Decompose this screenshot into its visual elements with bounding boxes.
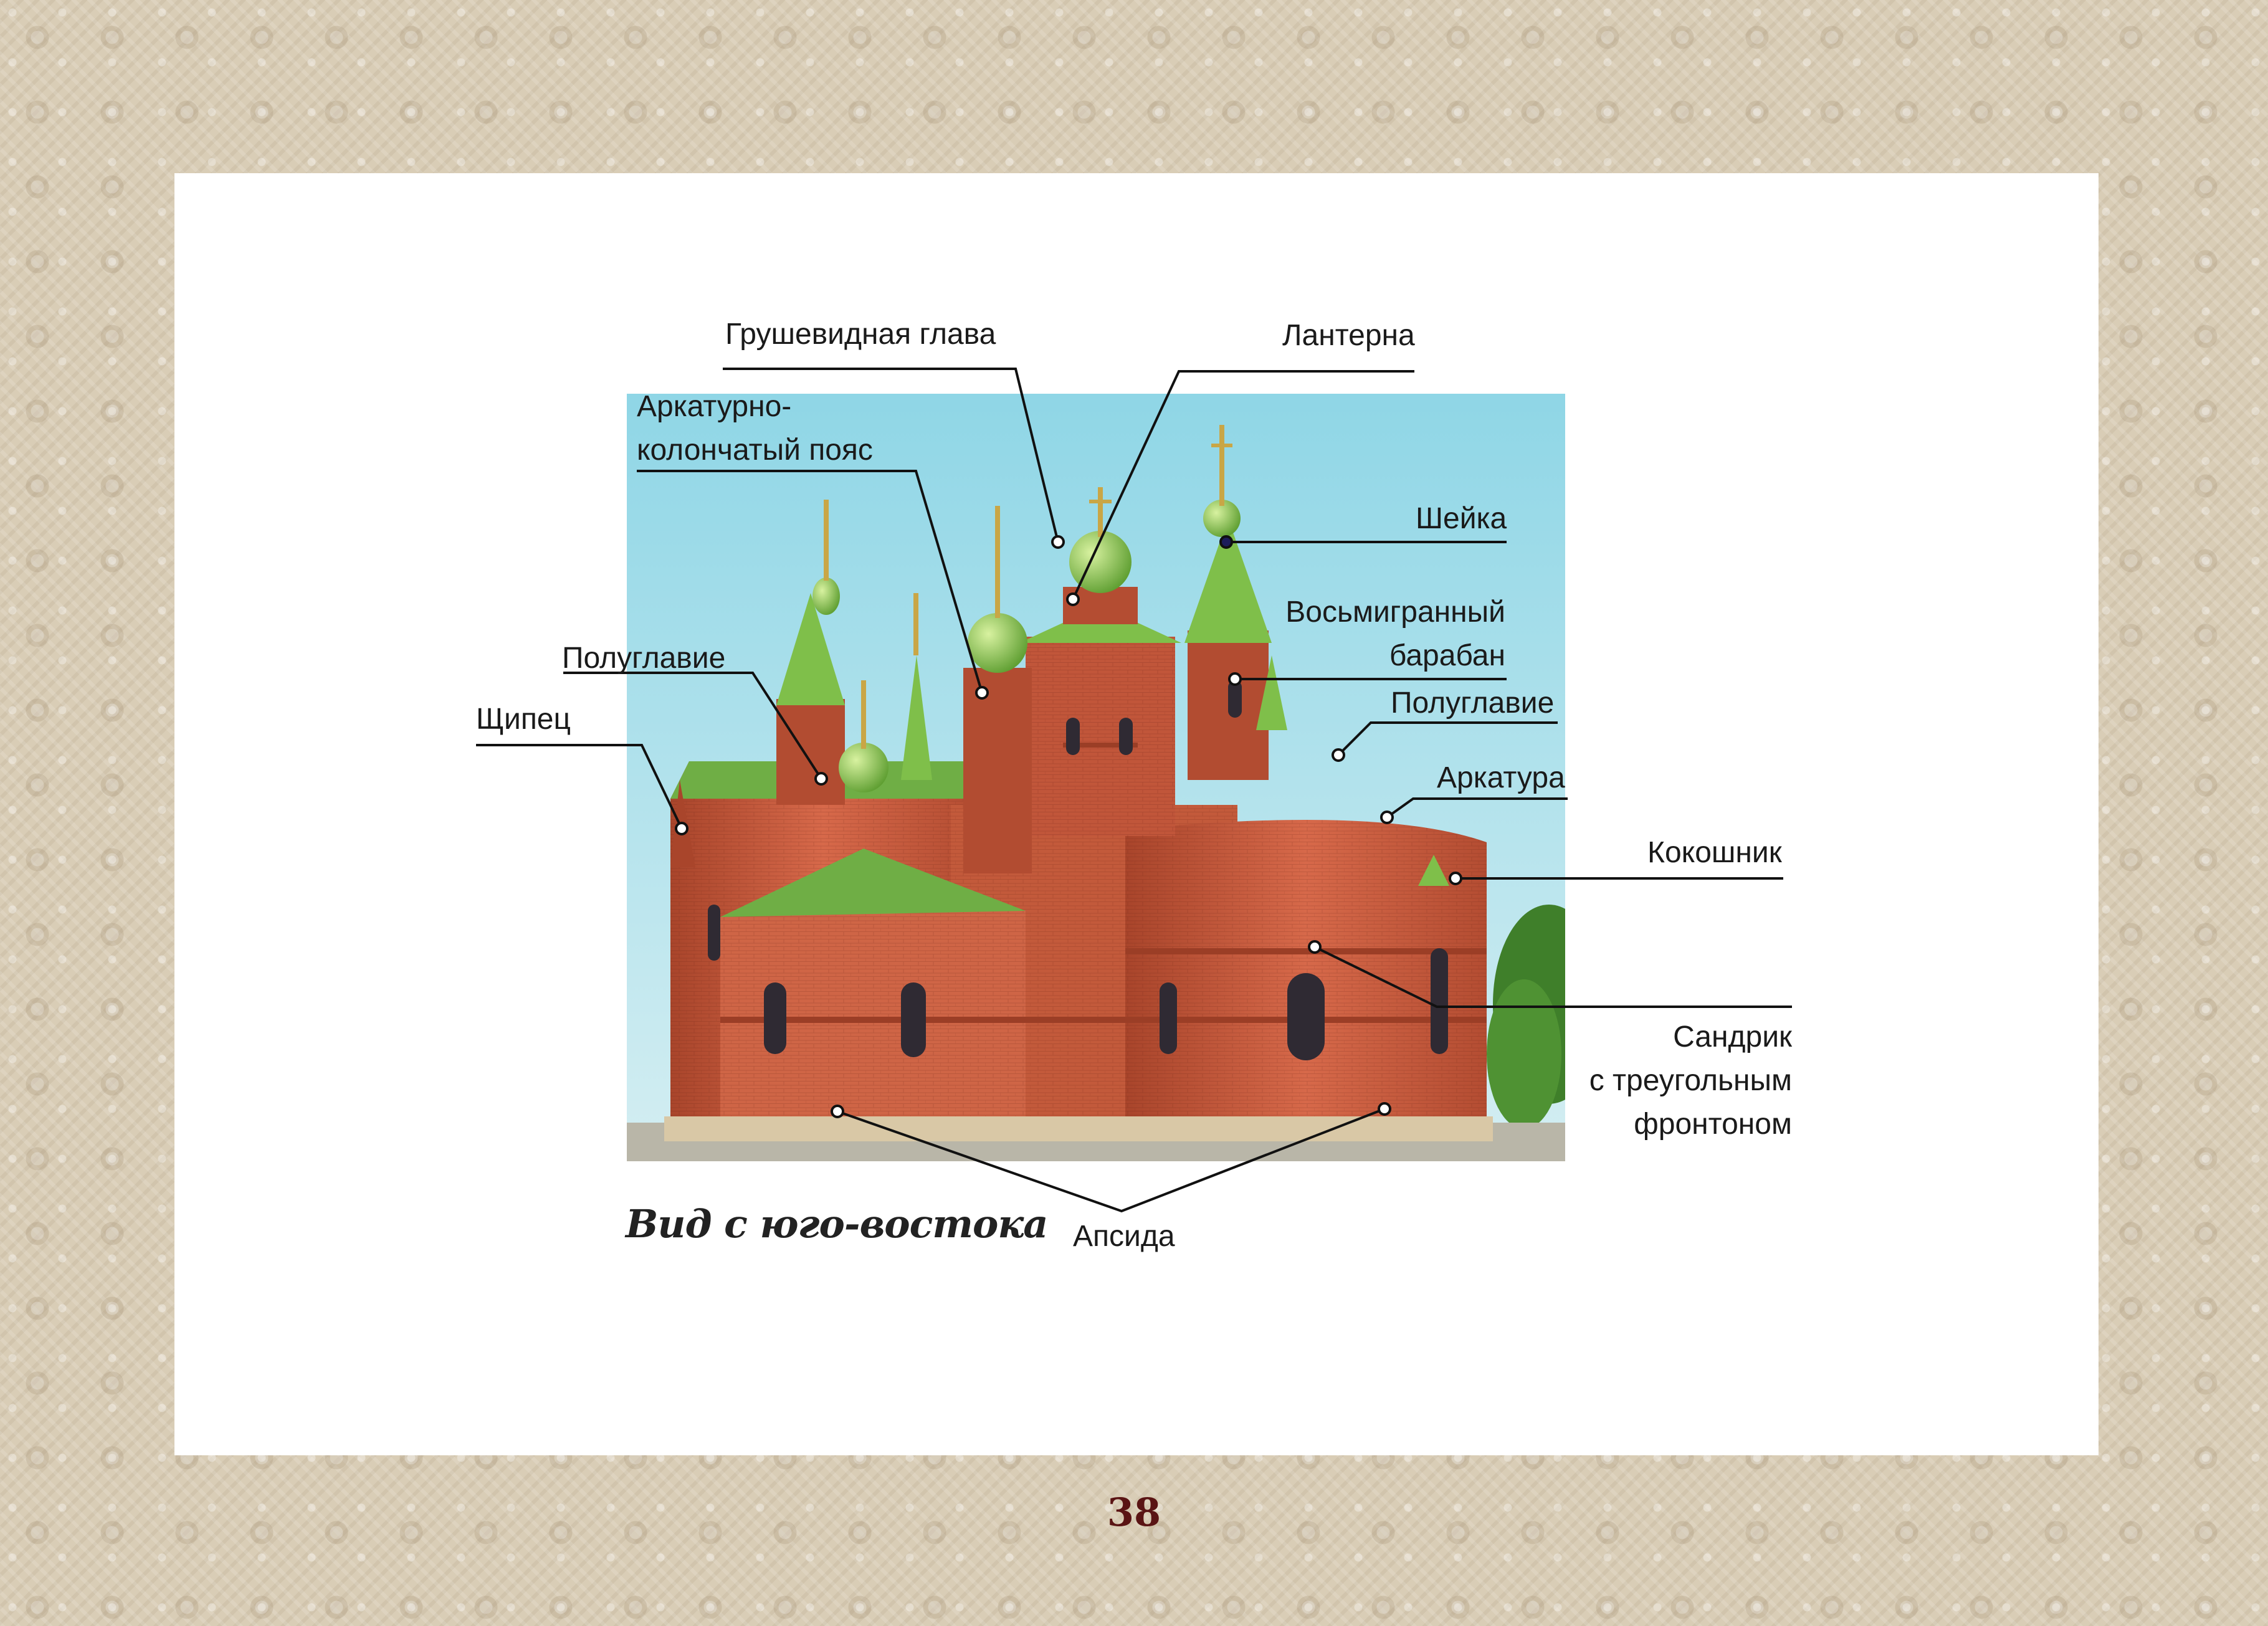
label-poluglavie-left: Полуглавие [562,642,726,675]
label-kokoshnik: Кокошник [1647,836,1782,869]
label-vosmigranny-line1: Восьмигранный [1285,596,1505,629]
label-grushevidnaya-glava: Грушевидная глава [725,318,996,351]
label-lanterna: Лантерна [1282,319,1415,352]
label-sheyka: Шейка [1416,502,1507,535]
label-sandrik-line2: с треугольным [1589,1064,1792,1097]
photo-caption: Вид с юго-востока [626,1201,1048,1247]
label-apsida: Апсида [1073,1220,1175,1253]
label-arkatura: Аркатура [1437,761,1565,794]
label-poluglavie-right: Полуглавие [1391,687,1555,720]
page-number: 38 [1107,1490,1161,1535]
label-vosmigranny-line2: барабан [1389,639,1505,672]
label-sandrik-line3: фронтоном [1634,1108,1792,1141]
label-arkaturno-line1: Аркатурно- [637,390,792,423]
label-shchipets: Щипец [476,703,571,736]
label-sandrik-line1: Сандрик [1673,1020,1792,1053]
label-arkaturno-line2: колончатый пояс [637,434,873,467]
